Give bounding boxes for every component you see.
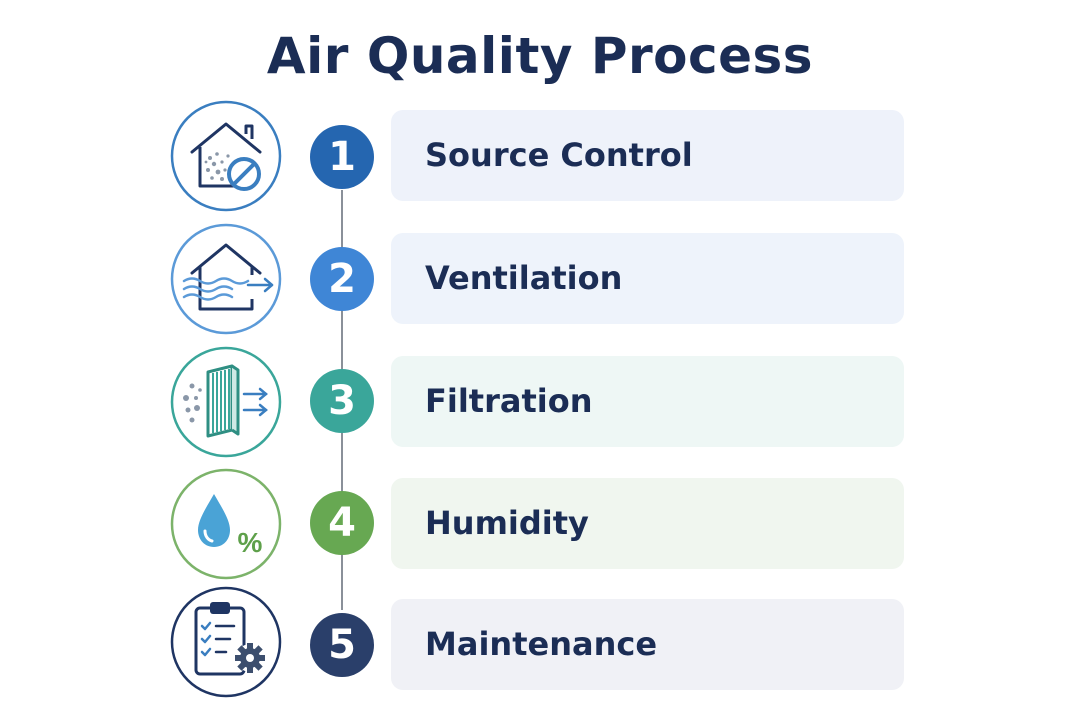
step-1-label: Source Control <box>425 136 693 174</box>
step-2-card: Ventilation <box>391 233 904 324</box>
step-5-number: 5 <box>310 613 374 677</box>
step-4-card: Humidity <box>391 478 904 569</box>
water-drop-percent-icon: % <box>170 468 282 580</box>
house-airflow-icon <box>170 223 282 335</box>
step-4-label: Humidity <box>425 504 589 542</box>
step-1-icon-circle <box>170 100 282 212</box>
step-2-icon-circle <box>170 223 282 335</box>
step-1-number: 1 <box>310 125 374 189</box>
step-2-label: Ventilation <box>425 259 623 297</box>
step-3-icon-circle <box>170 346 282 458</box>
step-5-card: Maintenance <box>391 599 904 690</box>
house-particles-no-icon <box>170 100 282 212</box>
step-4-number: 4 <box>310 491 374 555</box>
step-4-icon-circle: % <box>170 468 282 580</box>
clipboard-checklist-gear-icon <box>170 586 282 698</box>
step-5-label: Maintenance <box>425 625 658 663</box>
page-title: Air Quality Process <box>266 27 814 85</box>
step-3-number: 3 <box>310 369 374 433</box>
step-2-number: 2 <box>310 247 374 311</box>
step-5-icon-circle <box>170 586 282 698</box>
step-3-card: Filtration <box>391 356 904 447</box>
step-1-card: Source Control <box>391 110 904 201</box>
step-3-label: Filtration <box>425 382 593 420</box>
svg-text:%: % <box>238 527 263 558</box>
air-filter-icon <box>170 346 282 458</box>
